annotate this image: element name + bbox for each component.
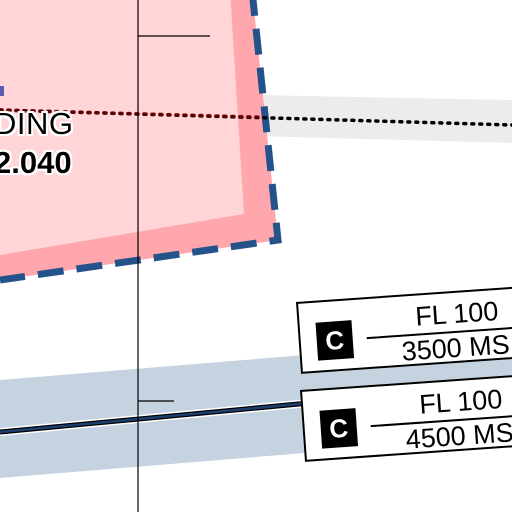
zone-marker (0, 86, 4, 96)
zone-fill (0, 0, 244, 255)
zone-name-label: DING (0, 106, 74, 141)
upper-limit-label: FL 100 (414, 295, 500, 332)
upper-limit-label: FL 100 (418, 383, 504, 420)
airspace-class-badge: C (319, 408, 359, 449)
route-dotted-line-zone (0, 108, 262, 119)
airspace-class-badge: C (315, 320, 355, 361)
restricted-zone (0, 0, 282, 284)
zone-frequency-label: 2.040 (0, 145, 72, 180)
zone-dashed-boundary (0, 0, 282, 284)
